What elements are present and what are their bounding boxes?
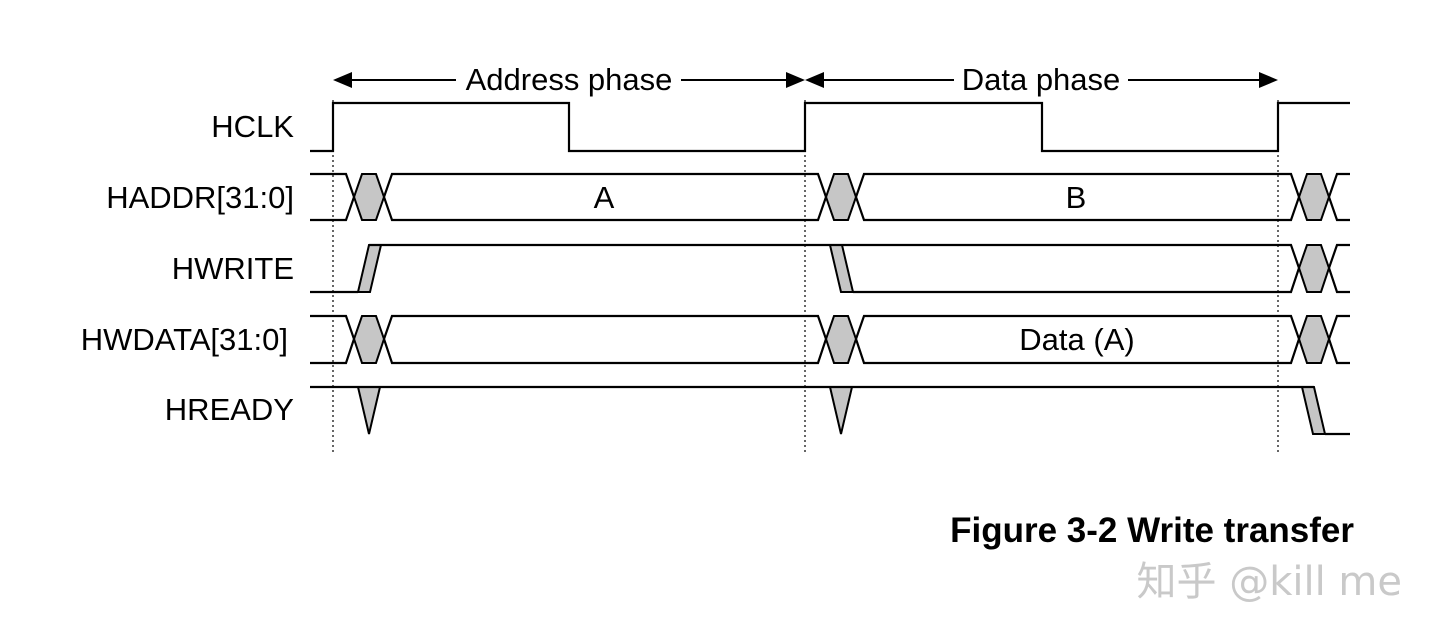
hwdata-value-data-a: Data (A) (1019, 322, 1134, 357)
hready-lines (310, 385, 1350, 436)
haddr-waveform: A B (310, 172, 1350, 222)
figure-caption: Figure 3-2 Write transfer (950, 511, 1354, 550)
signal-label-hready: HREADY (165, 392, 294, 427)
haddr-value-b: B (1066, 180, 1087, 215)
hwdata-transition-2 (824, 315, 858, 364)
hwdata-bus-lines (310, 314, 1350, 365)
hwrite-lines (310, 243, 1350, 294)
signal-label-hwdata: HWDATA[31:0] (81, 322, 288, 357)
haddr-transition-1 (352, 173, 386, 221)
data-phase-arrowhead-left (805, 72, 824, 88)
signal-labels: HCLK HADDR[31:0] HWRITE HWDATA[31:0] HRE… (81, 109, 295, 427)
hready-fall-transition (1300, 386, 1327, 435)
hwdata-waveform: Data (A) (310, 314, 1350, 365)
signal-label-hclk: HCLK (211, 109, 294, 144)
hready-waveform (310, 385, 1350, 436)
hwdata-transition-1 (352, 315, 386, 364)
haddr-value-a: A (594, 180, 615, 215)
signal-label-haddr: HADDR[31:0] (106, 180, 294, 215)
address-phase-arrowhead-right (786, 72, 805, 88)
address-phase-label: Address phase (466, 62, 673, 97)
hready-glitch-2 (828, 386, 854, 435)
hwrite-fall-transition (828, 244, 855, 293)
hclk-waveform (310, 101, 1350, 153)
signal-label-hwrite: HWRITE (172, 251, 294, 286)
data-phase-arrow: Data phase (805, 62, 1278, 97)
data-phase-label: Data phase (962, 62, 1121, 97)
hwrite-rise-transition (356, 244, 383, 293)
haddr-transition-3 (1297, 173, 1331, 221)
hready-glitch-1 (356, 386, 382, 435)
hwrite-waveform (310, 243, 1350, 294)
clock-edge-guides (332, 100, 1279, 455)
watermark-text: 知乎 @kill me (1136, 559, 1402, 605)
hwrite-transition-3 (1297, 244, 1331, 293)
haddr-bus-lines (310, 172, 1350, 222)
data-phase-arrowhead-right (1259, 72, 1278, 88)
haddr-transition-2 (824, 173, 858, 221)
address-phase-arrow: Address phase (333, 62, 805, 97)
address-phase-arrowhead-left (333, 72, 352, 88)
hwdata-transition-3 (1297, 315, 1331, 364)
